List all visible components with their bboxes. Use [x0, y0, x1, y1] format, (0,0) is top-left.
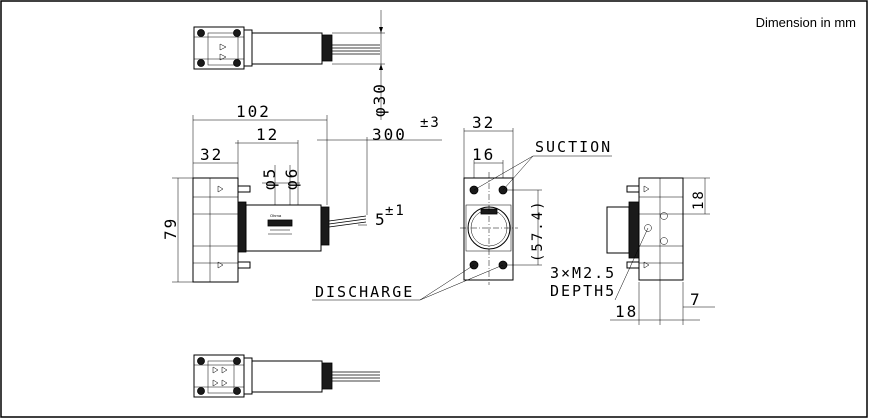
front-view: 32 16 (57.4) SUCTION DISCHARGE: [312, 113, 612, 301]
label-thread: 3×M2.5: [550, 264, 616, 282]
dim-phi5: φ5: [260, 167, 279, 190]
label-discharge: DISCHARGE: [315, 283, 414, 301]
bottom-view: [193, 354, 380, 398]
dim-300-tol: ±3: [420, 115, 441, 131]
dim-32-side: 32: [200, 145, 223, 164]
dim-57-4: (57.4): [530, 199, 546, 262]
dim-79: 79: [161, 217, 180, 240]
dim-5: 5: [375, 210, 387, 229]
dim-18-right: 18: [691, 189, 707, 210]
label-depth: DEPTH5: [550, 282, 616, 300]
dim-32-front: 32: [472, 113, 495, 132]
top-view: φ30: [193, 10, 389, 120]
dim-phi30: φ30: [370, 82, 389, 117]
right-side-view: 18 3×M2.5 DEPTH5 18 7: [550, 177, 715, 325]
dim-300: 300: [372, 125, 407, 144]
dim-102: 102: [236, 102, 271, 121]
dim-12: 12: [256, 125, 279, 144]
dim-5-tol: ±1: [385, 203, 406, 219]
dim-16: 16: [472, 145, 495, 164]
unit-note: Dimension in mm: [756, 15, 856, 30]
side-view: 102 12 300 ±3 32 φ5 φ6 79: [161, 102, 442, 283]
svg-text:Ohrna: Ohrna: [270, 213, 282, 218]
dim-18-bottom: 18: [615, 302, 638, 321]
dim-phi6: φ6: [282, 167, 301, 190]
label-suction: SUCTION: [535, 138, 612, 156]
dim-7: 7: [690, 290, 702, 309]
